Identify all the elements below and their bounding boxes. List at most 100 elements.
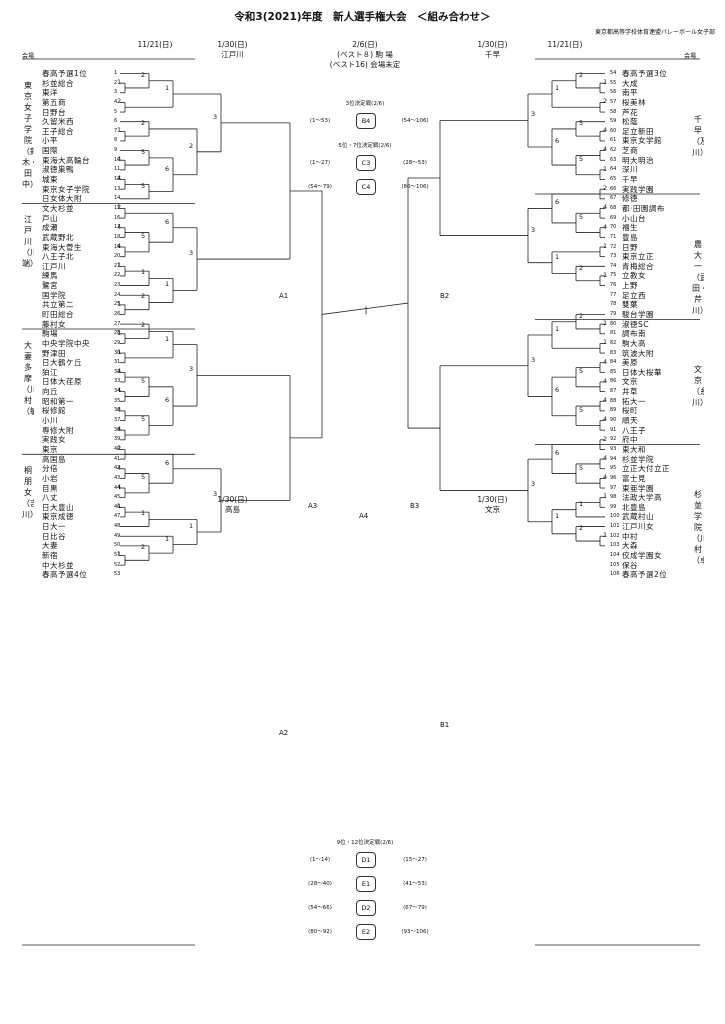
team-number: 37 bbox=[114, 417, 121, 424]
left-round1-date: 11/21(日) bbox=[137, 40, 173, 49]
match-number: 1 bbox=[141, 268, 146, 277]
match-number: 1 bbox=[117, 347, 122, 356]
team-number: 88 bbox=[610, 397, 617, 404]
team-number: 11 bbox=[114, 166, 121, 173]
match-number: 3 bbox=[531, 480, 536, 489]
team-number: 6 bbox=[114, 118, 118, 125]
team-number: 26 bbox=[114, 311, 121, 317]
team-number: 36 bbox=[114, 407, 121, 414]
playoff-left-range: (1〜14) bbox=[309, 857, 331, 863]
match-number: 6 bbox=[165, 458, 170, 467]
team-name: 東洋 bbox=[42, 88, 58, 98]
team-number: 98 bbox=[610, 494, 617, 501]
match-number: 1 bbox=[189, 522, 194, 530]
team-number: 39 bbox=[114, 436, 121, 443]
playoff-left-range: (54〜66) bbox=[308, 905, 332, 911]
team-number: 77 bbox=[610, 291, 617, 298]
organizer: 東京都高等学校体育連盟バレーボール女子部 bbox=[594, 29, 715, 36]
team-name: 共立第二 bbox=[42, 300, 74, 310]
team-number: 40 bbox=[114, 445, 121, 452]
team-number: 43 bbox=[114, 474, 121, 481]
team-number: 49 bbox=[114, 532, 121, 539]
team-name: 戸山 bbox=[42, 213, 58, 223]
team-number: 28 bbox=[114, 330, 121, 337]
team-name: 南平 bbox=[622, 88, 638, 98]
match-number: 4 bbox=[117, 463, 122, 472]
team-name: 春高予選1位 bbox=[42, 69, 88, 78]
team-name: 調布南 bbox=[622, 329, 646, 339]
match-number: 2 bbox=[117, 97, 122, 106]
match-number: 2 bbox=[141, 543, 146, 552]
team-number: 95 bbox=[610, 465, 617, 472]
team-number: 32 bbox=[114, 368, 121, 375]
team-name: 野津田 bbox=[42, 348, 66, 358]
team-number: 83 bbox=[610, 349, 617, 356]
match-number: 2 bbox=[603, 434, 608, 443]
center-line2: (ベスト16) 会場未定 bbox=[329, 60, 401, 69]
left-round2-date-b: 1/30(日) bbox=[217, 495, 248, 504]
team-number: 81 bbox=[610, 330, 617, 337]
team-number: 52 bbox=[114, 561, 121, 568]
team-number: 82 bbox=[610, 339, 617, 346]
team-name: 武蔵村山 bbox=[622, 512, 654, 522]
team-number: 60 bbox=[610, 127, 617, 134]
team-number: 93 bbox=[610, 445, 617, 452]
team-name: 足立西 bbox=[622, 290, 646, 300]
match-number: 1 bbox=[117, 502, 122, 511]
match-number: 4 bbox=[603, 145, 608, 154]
team-name: 上野 bbox=[622, 281, 638, 291]
right-round2-date-b: 1/30(日) bbox=[477, 495, 508, 504]
team-number: 34 bbox=[114, 388, 121, 395]
match-number: 5 bbox=[579, 463, 584, 472]
match-number: 1 bbox=[603, 164, 608, 173]
team-name: 駒大高 bbox=[622, 338, 646, 348]
block-label-b3: B3 bbox=[410, 502, 420, 510]
playoff-match-box: B4 bbox=[356, 113, 376, 129]
match-number: 2 bbox=[603, 97, 608, 106]
team-name: 専修大附 bbox=[42, 425, 74, 435]
match-number: 4 bbox=[603, 376, 608, 385]
team-name: 中央学院中央 bbox=[42, 338, 90, 348]
team-name: 春高予選4位 bbox=[42, 570, 88, 580]
team-name: 東大和 bbox=[622, 444, 646, 454]
team-name: 実践女 bbox=[42, 435, 66, 445]
team-name: 日野台 bbox=[42, 107, 66, 117]
team-number: 27 bbox=[114, 320, 121, 327]
team-name: 桜町 bbox=[622, 406, 638, 416]
left-round2-date: 1/30(日) bbox=[217, 40, 248, 49]
team-number: 79 bbox=[610, 311, 617, 317]
team-name: 分倍 bbox=[42, 464, 58, 474]
team-number: 80 bbox=[610, 320, 617, 327]
team-name: 芦花 bbox=[622, 107, 638, 117]
match-number: 2 bbox=[189, 141, 194, 150]
team-number: 25 bbox=[114, 301, 121, 308]
section-label-left: 東京女子学院（鈴木・田中） bbox=[22, 80, 34, 189]
team-number: 47 bbox=[114, 513, 121, 520]
match-number: 1 bbox=[579, 499, 584, 508]
team-name: 実践学園 bbox=[622, 184, 654, 194]
team-number: 71 bbox=[610, 233, 617, 240]
team-number: 70 bbox=[610, 224, 617, 231]
team-name: 府中 bbox=[622, 435, 638, 445]
playoff-right-range: (41〜53) bbox=[403, 881, 427, 887]
match-number: 3 bbox=[531, 225, 536, 234]
team-number: 56 bbox=[610, 89, 617, 96]
right-round2-date: 1/30(日) bbox=[477, 40, 508, 49]
match-number: 1 bbox=[603, 77, 608, 86]
team-number: 63 bbox=[610, 156, 617, 163]
team-number: 33 bbox=[114, 378, 121, 385]
playoff-left-range: (28〜40) bbox=[308, 881, 332, 887]
team-number: 14 bbox=[114, 195, 121, 202]
team-name: 日大一 bbox=[42, 522, 66, 532]
team-number: 35 bbox=[114, 397, 121, 404]
team-number: 96 bbox=[610, 474, 617, 481]
team-name: 文大杉並 bbox=[42, 203, 74, 213]
right-venue1: 千早 bbox=[485, 50, 500, 59]
team-name: 美原 bbox=[622, 358, 638, 368]
team-number: 72 bbox=[610, 243, 617, 250]
team-name: 立教女 bbox=[622, 271, 646, 281]
team-name: 深川 bbox=[622, 165, 638, 175]
team-name: 保谷 bbox=[622, 560, 638, 570]
match-number: 4 bbox=[117, 155, 122, 164]
team-number: 7 bbox=[114, 127, 118, 134]
